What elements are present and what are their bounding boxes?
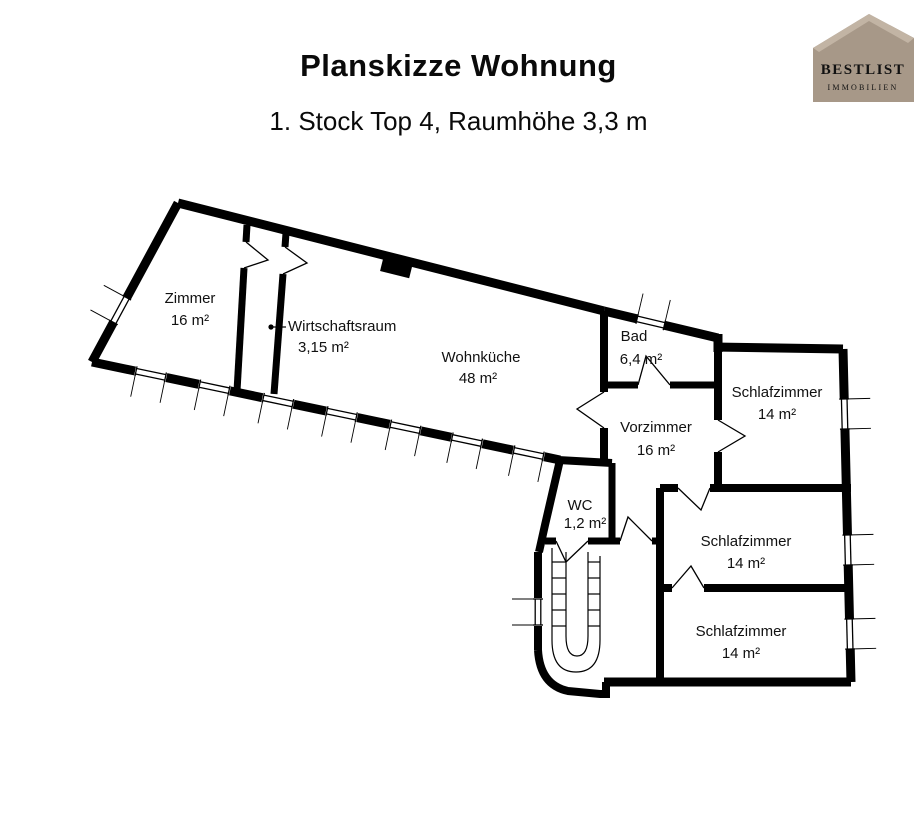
svg-text:14 m²: 14 m² xyxy=(727,555,765,572)
page-title: Planskizze Wohnung xyxy=(300,48,617,83)
svg-text:14 m²: 14 m² xyxy=(722,645,760,662)
door-swings xyxy=(243,241,747,589)
room-label-wc: WC 1,2 m² xyxy=(564,497,607,532)
door-schlafzimmer-2 xyxy=(677,487,711,512)
room-label-zimmer: Zimmer 16 m² xyxy=(165,290,216,329)
svg-text:14 m²: 14 m² xyxy=(758,406,796,423)
svg-text:16 m²: 16 m² xyxy=(637,442,675,459)
window-icon xyxy=(193,379,231,417)
window-icon xyxy=(321,406,358,443)
plan-header: Planskizze Wohnung 1. Stock Top 4, Raumh… xyxy=(0,48,917,137)
svg-text:1,2 m²: 1,2 m² xyxy=(564,515,607,532)
door-wc xyxy=(555,540,589,564)
logo-graphic: BESTLIST IMMOBILIEN xyxy=(813,14,914,102)
windows-layer xyxy=(90,284,877,650)
window-icon xyxy=(512,598,543,626)
svg-text:Schlafzimmer: Schlafzimmer xyxy=(701,533,792,550)
room-labels: Zimmer 16 m² Wirtschaftsraum 3,15 m² Woh… xyxy=(165,290,823,662)
window-icon xyxy=(130,366,168,403)
svg-text:Schlafzimmer: Schlafzimmer xyxy=(696,623,787,640)
staircase-icon xyxy=(551,548,601,673)
room-label-bad: Bad 6,4 m² xyxy=(620,328,663,368)
room-label-wirtschaftsraum: Wirtschaftsraum 3,15 m² xyxy=(268,318,396,356)
window-icon xyxy=(446,432,484,470)
room-label-schlafzimmer-2: Schlafzimmer 14 m² xyxy=(701,533,792,572)
svg-text:Wohnküche: Wohnküche xyxy=(442,349,521,366)
room-label-vorzimmer: Vorzimmer 16 m² xyxy=(620,419,692,459)
window-icon xyxy=(844,617,877,650)
logo-roof-facet xyxy=(813,14,914,52)
window-icon xyxy=(257,392,295,430)
svg-text:48 m²: 48 m² xyxy=(459,370,497,387)
window-icon xyxy=(90,284,132,326)
chimney-notch xyxy=(380,257,413,279)
door-entrance xyxy=(619,515,653,542)
window-icon xyxy=(842,533,875,566)
outer-walls xyxy=(88,198,856,698)
svg-text:3,15 m²: 3,15 m² xyxy=(298,339,349,356)
window-icon xyxy=(635,293,671,331)
room-label-schlafzimmer-3: Schlafzimmer 14 m² xyxy=(696,623,787,662)
room-label-wohnkueche: Wohnküche 48 m² xyxy=(442,349,521,387)
room-label-schlafzimmer-1: Schlafzimmer 14 m² xyxy=(732,384,823,423)
svg-text:Zimmer: Zimmer xyxy=(165,290,216,307)
window-icon xyxy=(508,445,545,483)
interior-walls xyxy=(233,224,851,682)
page-subtitle: 1. Stock Top 4, Raumhöhe 3,3 m xyxy=(269,106,648,136)
window-icon xyxy=(839,397,871,430)
door-zimmer xyxy=(243,241,270,269)
svg-text:16 m²: 16 m² xyxy=(171,312,209,329)
door-bad xyxy=(637,354,671,386)
window-icon xyxy=(384,419,422,457)
door-schlafzimmer-1 xyxy=(717,419,747,453)
svg-text:Vorzimmer: Vorzimmer xyxy=(620,419,692,436)
svg-text:6,4 m²: 6,4 m² xyxy=(620,351,663,368)
svg-text:Wirtschaftsraum: Wirtschaftsraum xyxy=(288,318,396,335)
svg-text:WC: WC xyxy=(568,497,593,514)
door-wohnkueche xyxy=(575,391,605,429)
door-schlafzimmer-3 xyxy=(671,564,705,589)
door-wirtschaftsraum xyxy=(282,246,309,275)
svg-text:Schlafzimmer: Schlafzimmer xyxy=(732,384,823,401)
company-logo: BESTLIST IMMOBILIEN xyxy=(811,10,917,104)
logo-name: BESTLIST xyxy=(821,62,906,78)
logo-tagline: IMMOBILIEN xyxy=(828,83,899,92)
svg-text:Bad: Bad xyxy=(621,328,648,345)
